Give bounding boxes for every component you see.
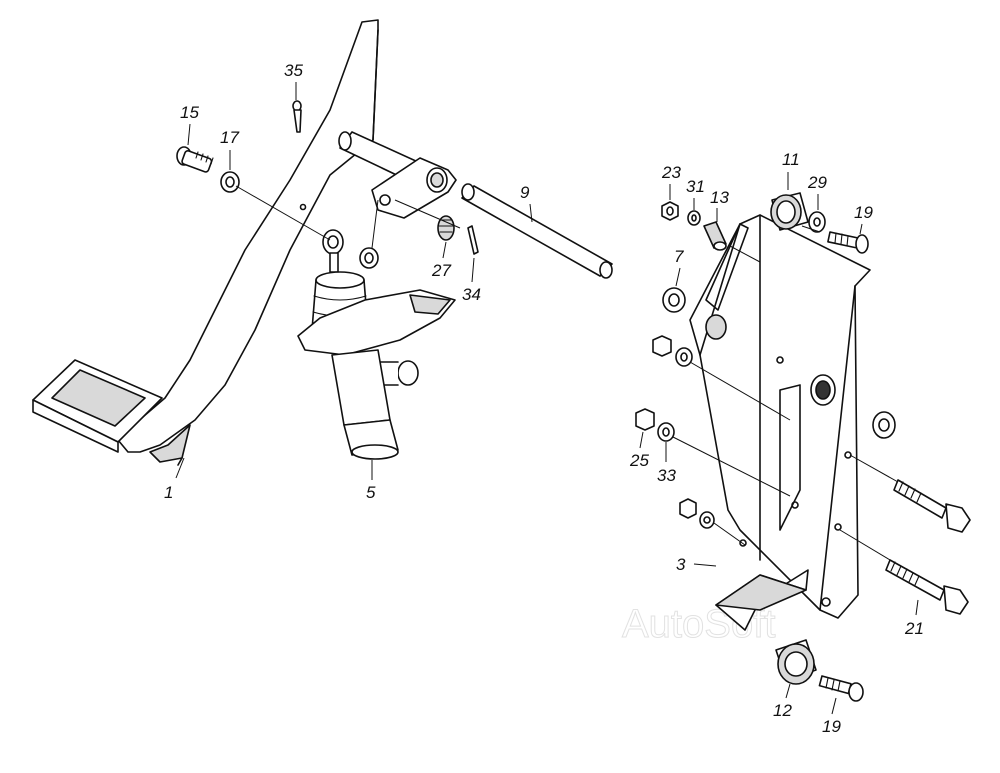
washer-29 bbox=[808, 211, 826, 233]
washer-right bbox=[872, 411, 896, 439]
callout-leader-34 bbox=[471, 257, 475, 283]
callout-label-33: 33 bbox=[657, 466, 676, 485]
callout-leader-3 bbox=[693, 563, 717, 567]
callout-label-25: 25 bbox=[629, 451, 649, 470]
assembly-line bbox=[839, 529, 891, 561]
callout-leader-27 bbox=[442, 241, 447, 259]
nut-upper bbox=[652, 335, 672, 357]
callout-label-21: 21 bbox=[904, 619, 924, 638]
washer-33 bbox=[657, 422, 675, 442]
assembly-line bbox=[729, 245, 761, 263]
callout-leader-1 bbox=[175, 457, 185, 479]
cotter-pin-35 bbox=[292, 100, 302, 133]
bolt-19-upper bbox=[827, 231, 869, 254]
bolt-19-lower bbox=[818, 675, 864, 702]
pedal-lever bbox=[32, 19, 379, 466]
assembly-line bbox=[235, 185, 331, 241]
callout-leader-7 bbox=[675, 267, 681, 287]
callout-leader-19 bbox=[831, 697, 837, 715]
callout-label-31: 31 bbox=[686, 177, 705, 196]
bushing-11 bbox=[770, 192, 809, 231]
master-cylinder bbox=[297, 229, 456, 460]
callout-label-29: 29 bbox=[807, 173, 827, 192]
callout-leader-19 bbox=[859, 223, 863, 235]
callout-leader-15 bbox=[187, 123, 191, 146]
shaft-9 bbox=[461, 183, 613, 279]
callout-label-7: 7 bbox=[674, 247, 684, 266]
nut-25 bbox=[635, 408, 655, 431]
leader-lines bbox=[175, 82, 919, 715]
callout-label-13: 13 bbox=[710, 188, 729, 207]
bolt-15 bbox=[176, 146, 214, 173]
assembly-line bbox=[713, 522, 746, 546]
callout-label-19: 19 bbox=[854, 203, 873, 222]
nut-lower bbox=[679, 498, 697, 519]
callout-label-12: 12 bbox=[773, 701, 792, 720]
callout-label-17: 17 bbox=[220, 128, 239, 147]
washer-lower bbox=[699, 511, 715, 529]
callout-leader-25 bbox=[639, 431, 644, 449]
callout-label-11: 11 bbox=[782, 150, 800, 169]
bushing-12 bbox=[775, 639, 817, 685]
callout-label-3: 3 bbox=[676, 555, 686, 574]
assembly-line bbox=[672, 436, 791, 497]
washer-7 bbox=[662, 287, 686, 313]
callout-label-15: 15 bbox=[180, 103, 199, 122]
callout-label-27: 27 bbox=[431, 261, 451, 280]
washer-upper bbox=[675, 347, 693, 367]
callout-leader-9 bbox=[529, 203, 533, 223]
assembly-line bbox=[394, 199, 461, 229]
callout-label-1: 1 bbox=[164, 483, 173, 502]
assembly-line bbox=[801, 225, 821, 233]
assembly-line bbox=[689, 361, 791, 421]
callout-label-19: 19 bbox=[822, 717, 841, 736]
long-bolt-21 bbox=[885, 559, 969, 615]
washer-17 bbox=[220, 171, 240, 193]
long-bolt-upper bbox=[893, 479, 971, 533]
assembly-line bbox=[849, 454, 899, 483]
cross-shaft-bracket bbox=[338, 131, 457, 219]
bracket-3 bbox=[689, 214, 871, 631]
callout-leader-12 bbox=[785, 683, 791, 699]
callout-label-34: 34 bbox=[462, 285, 481, 304]
callout-label-5: 5 bbox=[366, 483, 376, 502]
pin-34 bbox=[467, 225, 479, 255]
callout-label-23: 23 bbox=[661, 163, 681, 182]
callout-label-35: 35 bbox=[284, 61, 303, 80]
splined-nut-27 bbox=[437, 215, 455, 241]
nut-23 bbox=[661, 201, 679, 221]
assembly-line bbox=[371, 199, 379, 249]
washer-31 bbox=[687, 210, 701, 226]
callout-label-9: 9 bbox=[520, 183, 530, 202]
callout-leader-21 bbox=[915, 599, 919, 616]
sleeve-13 bbox=[703, 221, 727, 251]
